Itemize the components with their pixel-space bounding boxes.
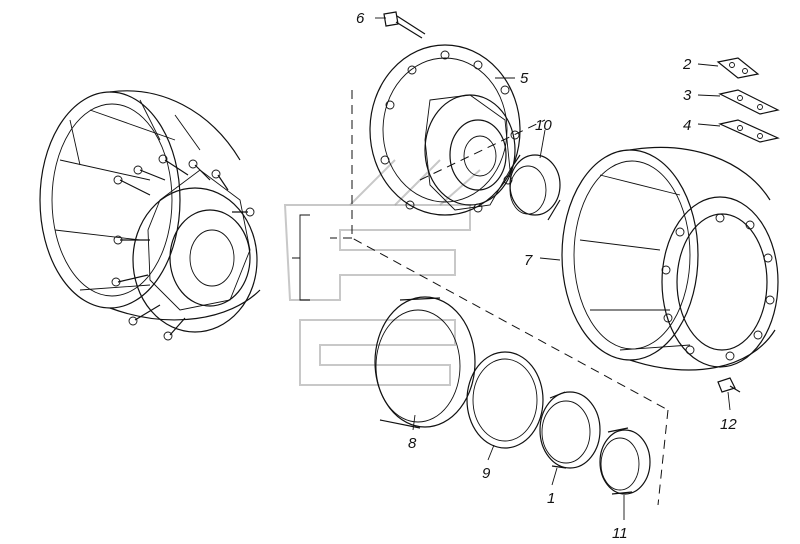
callout-3: 3 [683, 87, 692, 104]
part-bearing-race-10 [509, 154, 561, 221]
part-hub [369, 44, 521, 216]
callout-11: 11 [612, 525, 628, 542]
part-seal-1 [539, 391, 601, 469]
callout-7: 7 [524, 252, 533, 269]
part-screw [717, 377, 741, 393]
part-bolt [383, 11, 426, 39]
callout-5: 5 [520, 70, 529, 87]
callout-4: 4 [683, 117, 691, 134]
callout-6: 6 [356, 10, 365, 27]
leader-lines [375, 17, 731, 520]
callout-10: 10 [535, 117, 552, 134]
part-seal-ring-8 [374, 296, 476, 429]
callout-12: 12 [720, 416, 737, 433]
part-bearing-race-11 [599, 427, 651, 495]
callout-9: 9 [482, 465, 491, 482]
assembled-hub-drum [39, 90, 261, 341]
part-plate-2 [716, 57, 760, 79]
callout-labels: 6 5 10 2 3 4 7 8 9 1 11 12 [356, 10, 737, 542]
assembly-guide-lines [330, 90, 669, 506]
callout-2: 2 [682, 56, 692, 73]
part-plate-4 [718, 119, 780, 143]
assembly-bracket [292, 214, 310, 301]
part-brake-drum [561, 146, 779, 371]
watermark-logo [283, 159, 481, 386]
part-ring-9 [466, 351, 544, 449]
part-plate-3 [718, 89, 780, 115]
callout-8: 8 [408, 435, 417, 452]
callout-1: 1 [547, 490, 555, 507]
